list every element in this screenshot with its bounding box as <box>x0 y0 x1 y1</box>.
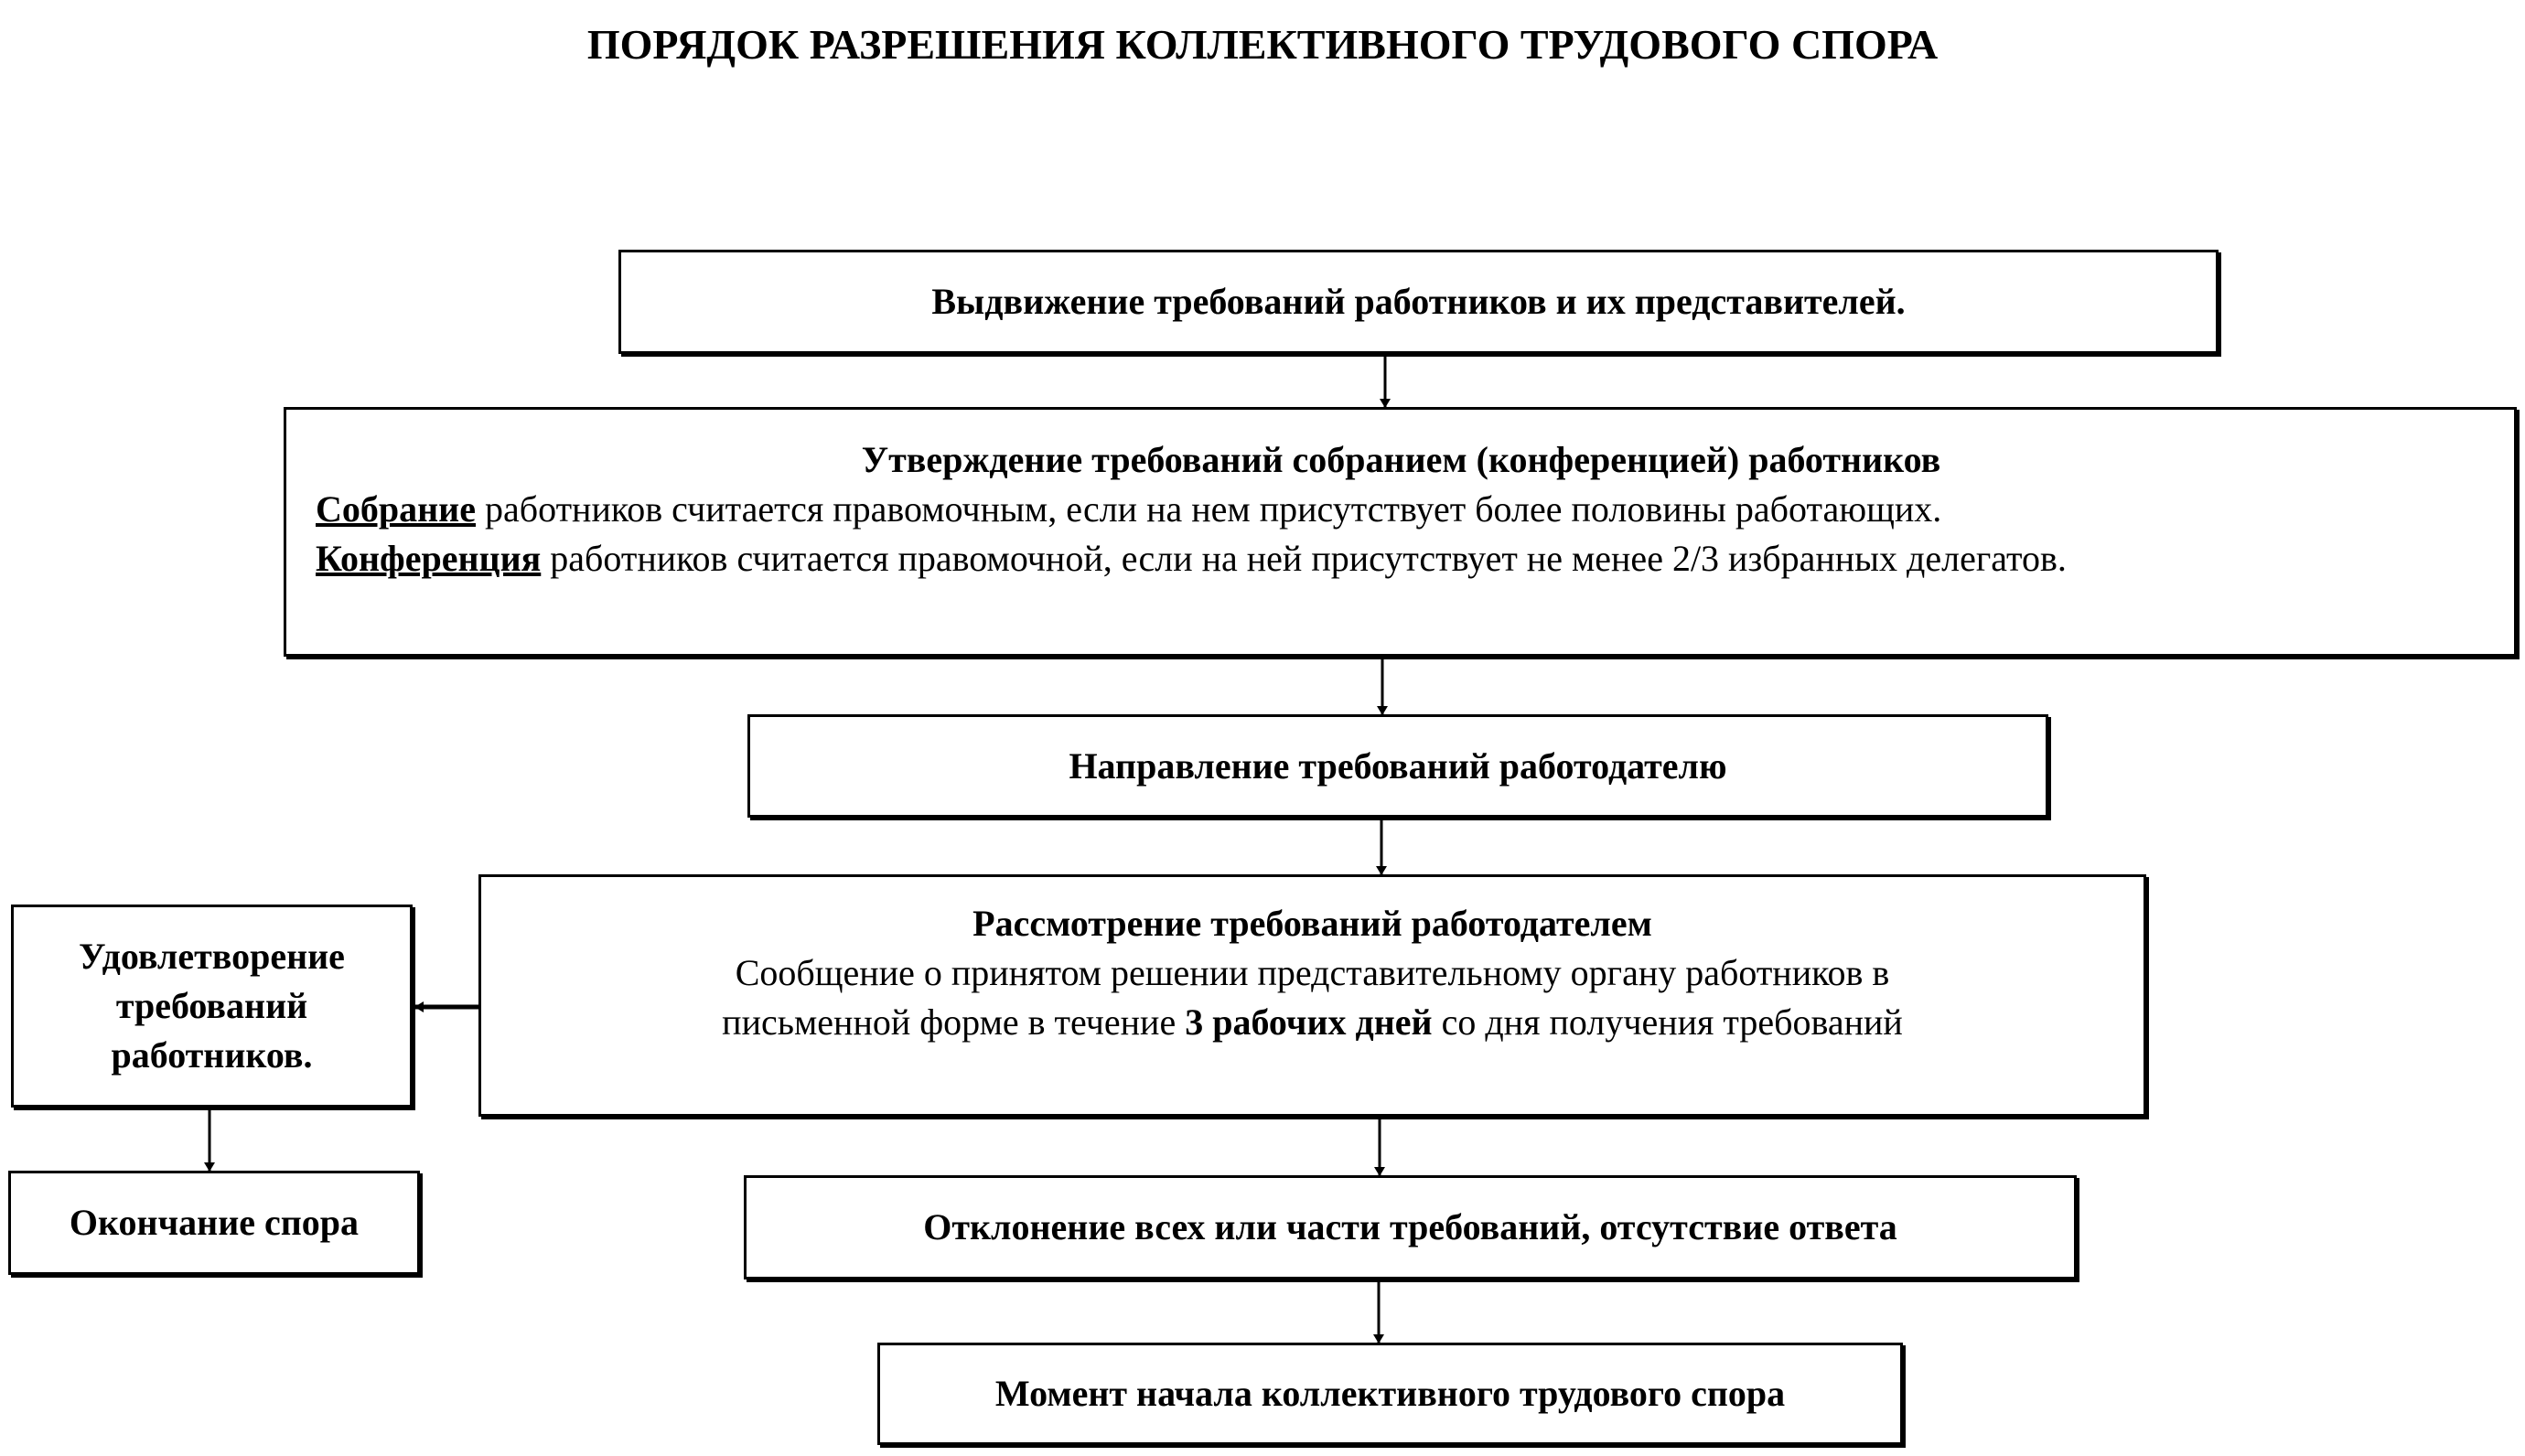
approval-heading: Утверждение требований собранием (конфер… <box>861 438 1941 480</box>
step-send-label: Направление требований работодателю <box>1069 744 1727 787</box>
conference-text: работников считается правомочной, если н… <box>541 537 2067 579</box>
review-line2-post: со дня получения требований <box>1432 1001 1903 1043</box>
diagram-title: ПОРЯДОК РАЗРЕШЕНИЯ КОЛЛЕКТИВНОГО ТРУДОВО… <box>586 21 1939 68</box>
review-line2-pre: письменной форме в течение <box>722 1001 1186 1043</box>
step-approval: Утверждение требований собранием (конфер… <box>284 407 2517 657</box>
step-start: Момент начала коллективного трудового сп… <box>877 1343 1903 1445</box>
approval-meeting-rule: Собрание работников считается правомочны… <box>316 485 2487 534</box>
review-deadline: 3 рабочих дней <box>1185 1001 1433 1043</box>
step-rejected: Отклонение всех или части требований, от… <box>744 1175 2077 1279</box>
step-demands: Выдвижение требований работников и их пр… <box>618 250 2219 354</box>
review-line1: Сообщение о принятом решении представите… <box>735 951 1890 993</box>
step-start-label: Момент начала коллективного трудового сп… <box>994 1373 1786 1414</box>
meeting-term: Собрание <box>316 487 476 530</box>
conference-term: Конференция <box>316 537 542 579</box>
step-end-label: Окончание спора <box>69 1202 360 1243</box>
review-line2: письменной форме в течение 3 рабочих дне… <box>481 998 2144 1047</box>
step-satisfied: Удовлетворение требований работников. <box>11 905 413 1108</box>
approval-conference-rule: Конференция работников считается правомо… <box>316 534 2487 583</box>
step-send: Направление требований работодателю <box>747 714 2048 818</box>
step-review: Рассмотрение требований работодателем Со… <box>478 874 2146 1117</box>
step-end: Окончание спора <box>8 1171 420 1275</box>
review-heading: Рассмотрение требований работодателем <box>972 902 1652 944</box>
step-rejected-label: Отклонение всех или части требований, от… <box>923 1206 1897 1247</box>
meeting-text: работников считается правомочным, если н… <box>475 487 1942 530</box>
step-demands-label: Выдвижение требований работников и их пр… <box>931 281 1906 322</box>
step-satisfied-label: Удовлетворение требований работников. <box>79 936 345 1076</box>
